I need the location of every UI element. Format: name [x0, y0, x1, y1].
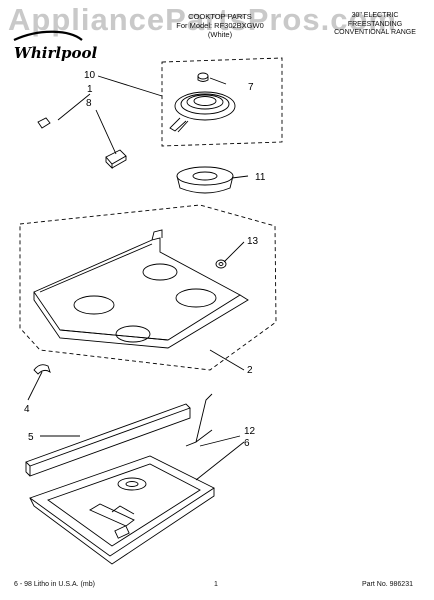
- element-clip: [37, 117, 51, 129]
- cooktop-group-outline: [19, 204, 277, 371]
- leader-10: [97, 75, 163, 97]
- leader-1: [57, 93, 91, 121]
- callout-7: 7: [248, 82, 254, 93]
- desc-line-3: CONVENTIONAL RANGE: [334, 29, 416, 36]
- title-line-2: For Model: RF302BXGW0: [176, 21, 264, 30]
- callout-11: 11: [255, 172, 266, 183]
- element-group-outline: [161, 57, 283, 147]
- callout-10: 10: [84, 70, 96, 81]
- leader-13: [223, 241, 245, 263]
- leader-12: [199, 435, 241, 447]
- title-line-3: (White): [207, 30, 233, 39]
- baffle-strip: [25, 403, 191, 477]
- leader-4: [27, 371, 43, 401]
- terminal-block: [105, 149, 127, 170]
- callout-1: 1: [87, 84, 93, 95]
- hinge-clip: [33, 364, 51, 375]
- callout-12: 12: [244, 426, 256, 437]
- element-cap: [197, 72, 209, 82]
- leader-6: [195, 441, 245, 481]
- grommet: [215, 259, 227, 269]
- footer-page-number: 1: [214, 581, 218, 588]
- burner-box: [29, 455, 215, 565]
- leader-7: [209, 77, 227, 85]
- leader-11: [231, 175, 249, 179]
- burner-opening: [73, 295, 115, 315]
- desc-line-2: FREESTANDING: [347, 20, 403, 28]
- callout-8: 8: [86, 98, 92, 109]
- footer-litho: 6 - 98 Litho in U.S.A. (mb): [14, 581, 95, 588]
- sensor-rod: [185, 393, 213, 447]
- burner-opening: [115, 325, 151, 343]
- callout-13: 13: [247, 236, 259, 247]
- footer-part-number: Part No. 986231: [362, 581, 413, 588]
- callout-6: 6: [244, 438, 250, 449]
- burner-opening: [142, 263, 178, 281]
- title-line-1: COOKTOP PARTS: [188, 12, 252, 21]
- surface-element: [169, 91, 236, 133]
- callout-2: 2: [247, 365, 253, 376]
- leader-2: [209, 349, 245, 371]
- cooktop-panel: [33, 229, 249, 349]
- desc-line-1: 30" ELECTRIC: [351, 12, 399, 19]
- burner-opening: [175, 288, 217, 308]
- callout-5: 5: [28, 432, 34, 443]
- callout-4: 4: [24, 404, 30, 415]
- page-title: COOKTOP PARTS For Model: RF302BXGW0 (Whi…: [160, 12, 280, 39]
- range-description: 30" ELECTRIC FREESTANDING CONVENTIONAL R…: [326, 12, 424, 38]
- drip-bowl: [176, 166, 234, 194]
- leader-8: [95, 109, 117, 155]
